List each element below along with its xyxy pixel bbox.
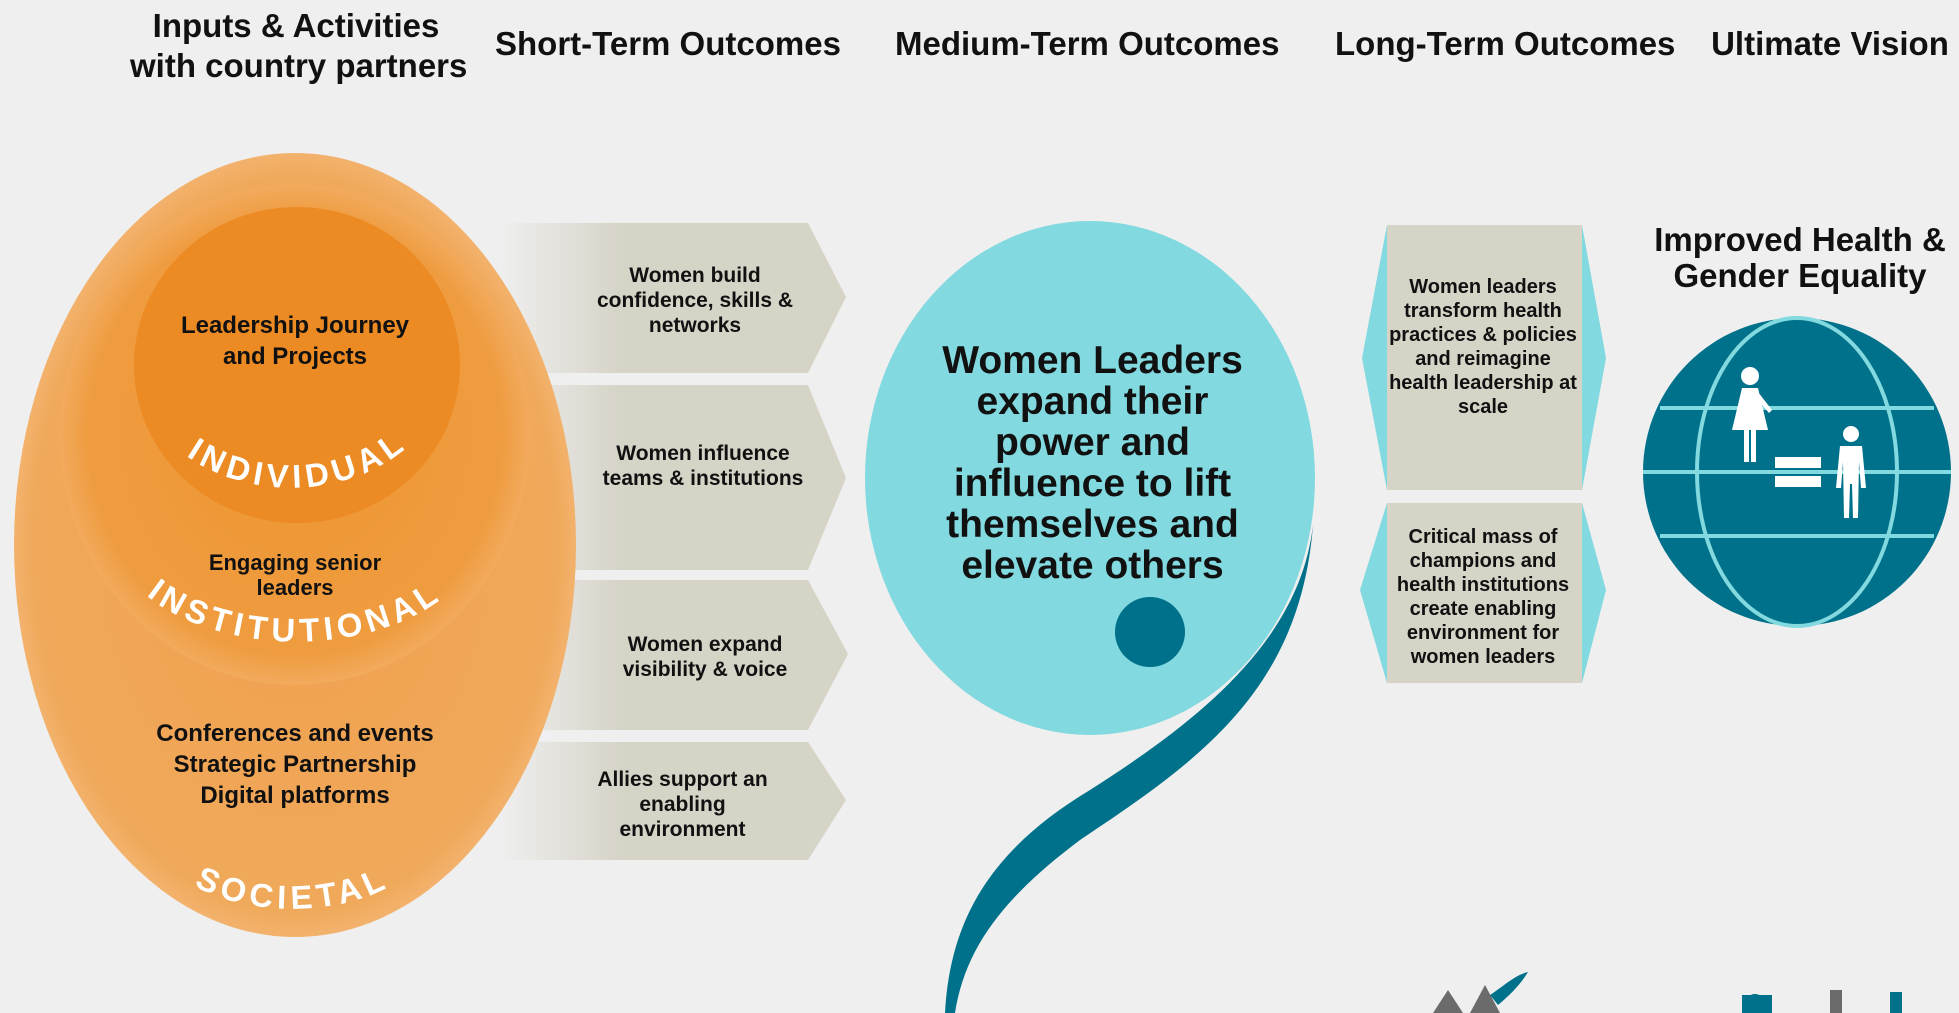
medium-term-circle [865, 221, 1315, 735]
globe-gender-equality-icon [1643, 316, 1951, 628]
equals-icon-bottom [1775, 476, 1821, 487]
long-term-outcome-1: Women leaders transform health practices… [1389, 276, 1577, 418]
header-ultimate-vision: Ultimate Vision [1711, 25, 1949, 62]
short-term-chevrons [500, 223, 848, 860]
woman-figure-icon [1732, 367, 1772, 462]
chevron-4 [500, 742, 846, 860]
short-term-outcome-4: Allies support an enabling environment [597, 768, 768, 841]
institutional-activity-text: Engaging senior leaders [208, 550, 382, 600]
individual-circle [134, 207, 460, 523]
chevron-3 [500, 580, 848, 730]
long-term-outcome-2: Critical mass of champions and health in… [1396, 526, 1570, 668]
teal-dot [1115, 597, 1185, 667]
header-short-term: Short-Term Outcomes [495, 25, 841, 62]
vision-title: Improved Health & Gender Equality [1654, 221, 1946, 294]
short-term-outcome-2: Women influence teams & institutions [602, 442, 804, 490]
header-inputs-line2: with country partners [130, 47, 468, 84]
long-term-shapes [1360, 225, 1606, 683]
header-medium-term: Medium-Term Outcomes [895, 25, 1280, 62]
societal-activity-item: Strategic Partnership [173, 751, 417, 778]
activity-levels: INDIVIDUAL INSTITUTIONAL SOCIETAL [14, 153, 576, 937]
teal-swoosh [945, 525, 1313, 1013]
equals-icon-top [1775, 457, 1821, 468]
chevron-1 [500, 223, 846, 373]
medium-term-figure [865, 221, 1315, 1013]
societal-activity-item: Conferences and events [156, 720, 434, 747]
societal-activities-list: Conferences and events Strategic Partner… [135, 718, 455, 811]
short-term-outcome-3: Women expand visibility & voice [622, 633, 788, 681]
header-inputs-line1: Inputs & Activities [152, 7, 440, 44]
medium-term-outcome: Women Leaders expand their power and inf… [942, 339, 1243, 587]
societal-activity-item: Digital platforms [200, 782, 390, 809]
chevron-2 [500, 385, 846, 570]
individual-activity-text: Leadership Journey and Projects [180, 312, 410, 370]
long-term-box-1 [1387, 225, 1582, 490]
long-term-box-2 [1387, 503, 1582, 683]
header-inputs-activities: Inputs & Activities with country partner… [130, 6, 468, 86]
header-long-term: Long-Term Outcomes [1335, 25, 1676, 62]
short-term-outcome-1: Women build confidence, skills & network… [596, 264, 794, 337]
man-figure-icon [1836, 426, 1866, 518]
logo-partial [1433, 972, 1902, 1013]
